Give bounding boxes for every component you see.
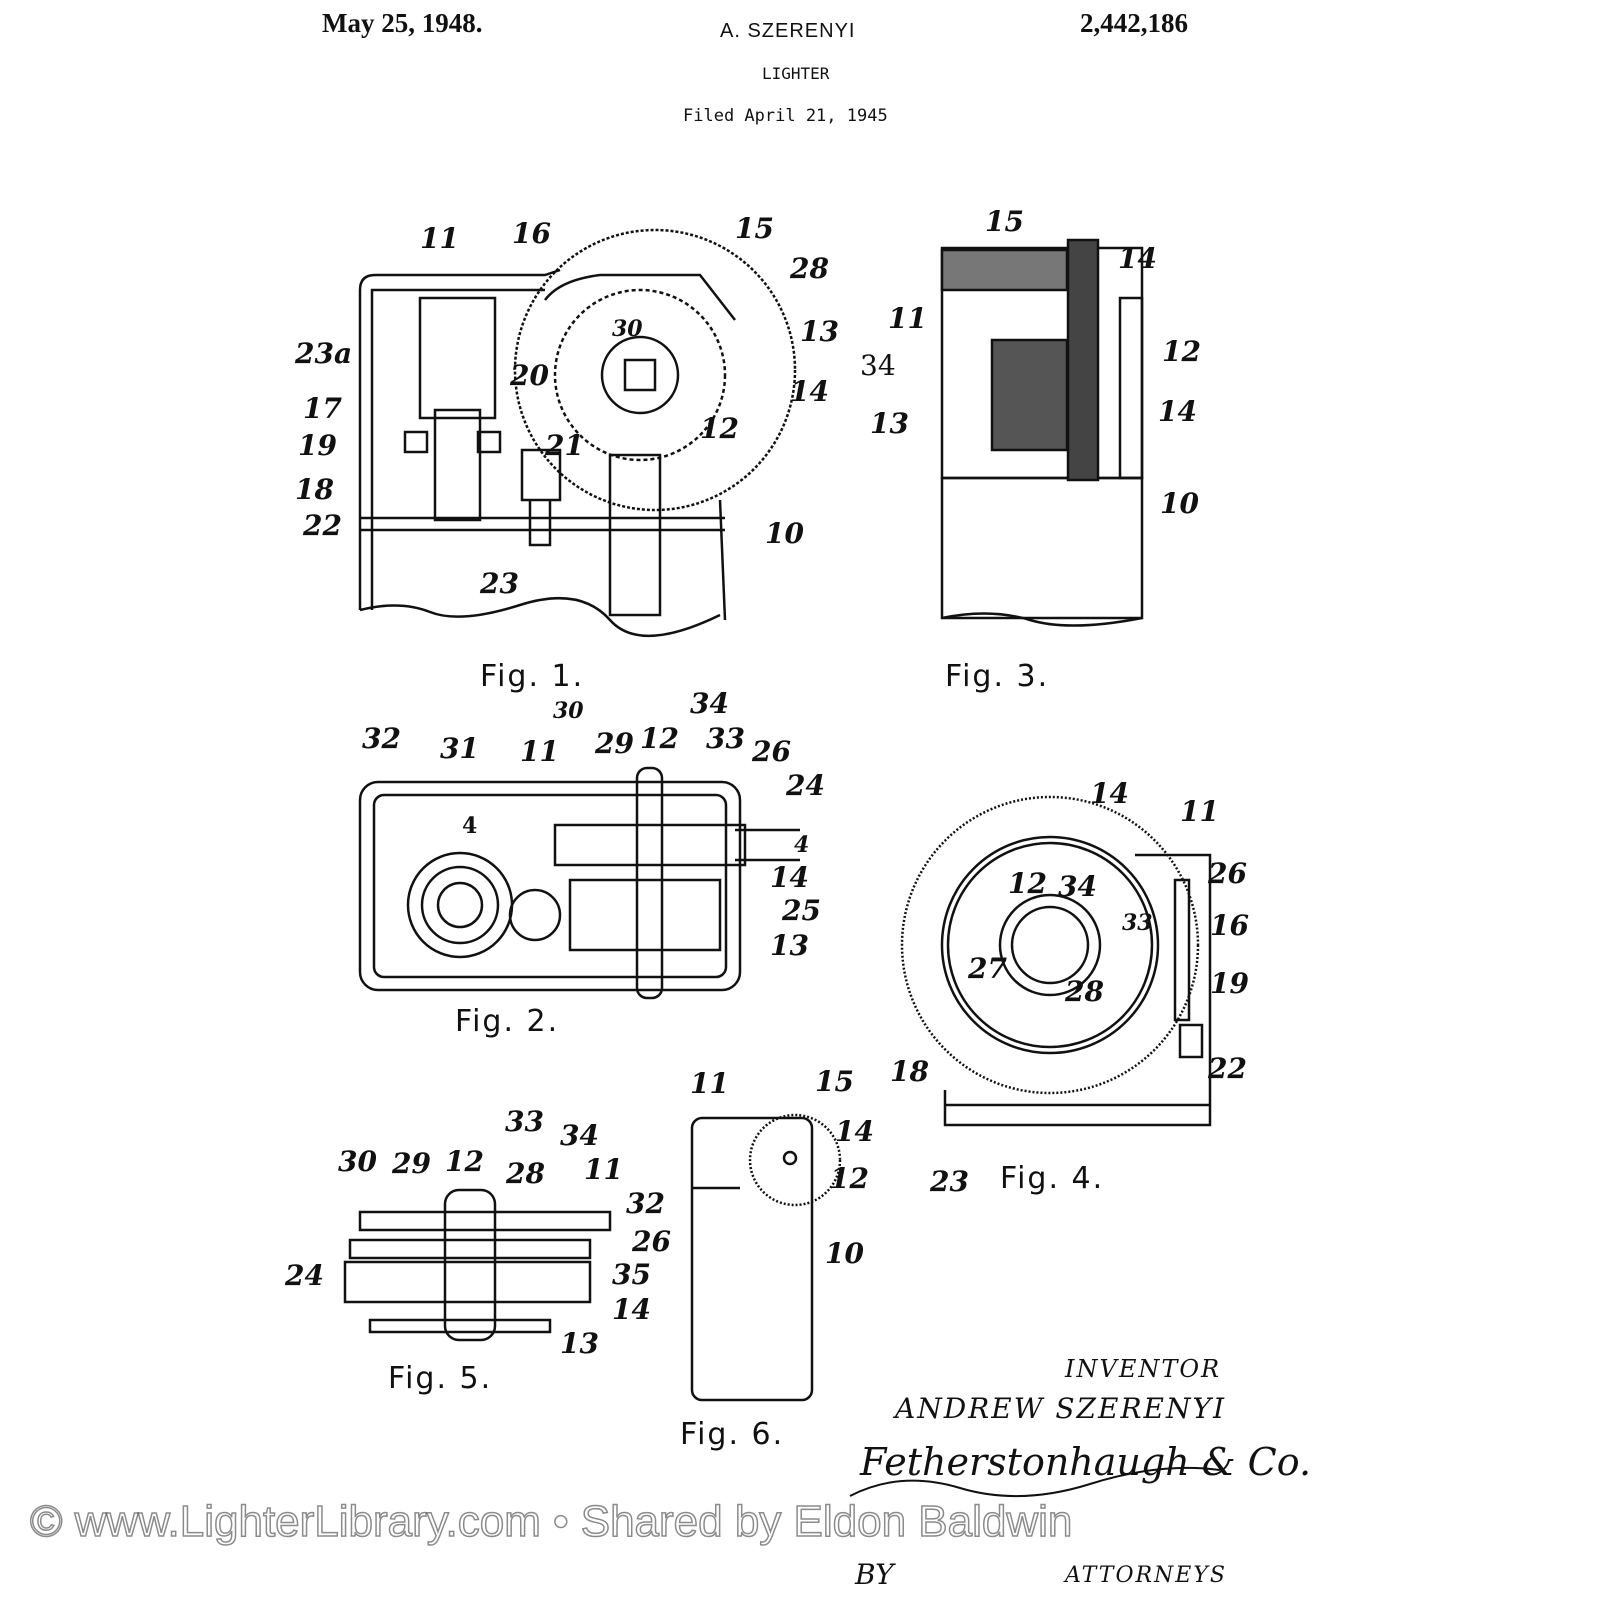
fig6-drawing bbox=[690, 1113, 842, 1402]
ref-label: 18 bbox=[295, 473, 334, 506]
ref-label: 11 bbox=[690, 1067, 729, 1100]
ref-label: 23 bbox=[480, 567, 519, 600]
ref-label: 13 bbox=[870, 407, 909, 440]
ref-label: 14 bbox=[612, 1293, 651, 1326]
ref-label: 14 bbox=[835, 1115, 874, 1148]
ref-label: 26 bbox=[1208, 857, 1247, 890]
ref-label: 34 bbox=[560, 1119, 599, 1152]
ref-label: 27 bbox=[968, 952, 1007, 985]
fig1-caption: Fig. 1. bbox=[480, 659, 585, 694]
ref-label: 25 bbox=[782, 894, 821, 927]
ref-label: 32 bbox=[362, 722, 401, 755]
ref-label: 18 bbox=[890, 1055, 929, 1088]
attorney-signature: Fetherstonhaugh & Co. bbox=[860, 1440, 1312, 1484]
ref-label: 26 bbox=[752, 735, 791, 768]
ref-label: 15 bbox=[815, 1065, 854, 1098]
filed-date: Filed April 21, 1945 bbox=[683, 106, 888, 126]
attorneys-label: ATTORNEYS bbox=[1065, 1563, 1227, 1588]
fig2-drawing bbox=[358, 766, 800, 1000]
ref-label: 12 bbox=[1162, 335, 1201, 368]
ref-label: 12 bbox=[640, 722, 679, 755]
inventor-label: INVENTOR bbox=[1065, 1355, 1222, 1383]
ref-label: 10 bbox=[765, 517, 804, 550]
fig5-caption: Fig. 5. bbox=[388, 1361, 493, 1396]
inventor-signature: ANDREW SZERENYI bbox=[895, 1392, 1227, 1425]
ref-label: 31 bbox=[440, 732, 479, 765]
ref-label: 11 bbox=[584, 1153, 623, 1186]
ref-label: 11 bbox=[888, 302, 927, 335]
ref-label: 19 bbox=[1210, 967, 1249, 1000]
ref-label: 19 bbox=[298, 429, 337, 462]
patent-number: 2,442,186 bbox=[1080, 8, 1188, 38]
ref-label: 29 bbox=[392, 1147, 431, 1180]
inventor-header: A. SZERENYI bbox=[720, 20, 856, 42]
ref-label: 28 bbox=[506, 1157, 545, 1190]
ref-label: 13 bbox=[800, 315, 839, 348]
fig4-drawing bbox=[900, 795, 1212, 1127]
fig1-drawing bbox=[358, 228, 797, 637]
ref-label: 12 bbox=[830, 1162, 869, 1195]
ref-label: 12 bbox=[445, 1145, 484, 1178]
ref-label: 30 bbox=[612, 316, 643, 342]
ref-label: 34 bbox=[690, 687, 729, 720]
ref-label: 35 bbox=[612, 1258, 651, 1291]
ref-label: 15 bbox=[985, 205, 1024, 238]
ref-label: 24 bbox=[285, 1259, 324, 1292]
ref-label: 28 bbox=[790, 252, 829, 285]
fig6-caption: Fig. 6. bbox=[680, 1417, 785, 1452]
ref-label: 13 bbox=[770, 929, 809, 962]
ref-label: 13 bbox=[560, 1327, 599, 1360]
ref-label: 20 bbox=[510, 359, 549, 392]
ref-label: 22 bbox=[1208, 1052, 1247, 1085]
ref-label: 12 bbox=[700, 412, 739, 445]
ref-label: 14 bbox=[770, 861, 809, 894]
fig5-drawing bbox=[343, 1188, 612, 1342]
patent-title: LIGHTER bbox=[762, 64, 830, 83]
ref-label: 14 bbox=[1158, 395, 1197, 428]
fig3-caption: Fig. 3. bbox=[945, 659, 1050, 694]
ref-label: 12 bbox=[1008, 867, 1047, 900]
watermark: © www.LighterLibrary.com • Shared by Eld… bbox=[29, 1497, 1073, 1546]
ref-label: 21 bbox=[545, 429, 584, 462]
ref-label: 16 bbox=[512, 217, 551, 250]
ref-label: 11 bbox=[420, 222, 459, 255]
ref-label: 23 bbox=[930, 1165, 969, 1198]
ref-label: 24 bbox=[786, 769, 825, 802]
ref-label: 15 bbox=[735, 212, 774, 245]
ref-label: 4 bbox=[794, 832, 810, 858]
ref-label: 16 bbox=[1210, 909, 1249, 942]
ref-label: 11 bbox=[1180, 795, 1219, 828]
ref-label: 10 bbox=[825, 1237, 864, 1270]
by-label: BY bbox=[855, 1558, 894, 1591]
ref-label: 33 bbox=[706, 722, 745, 755]
ref-label: 14 bbox=[790, 375, 829, 408]
ref-label: 10 bbox=[1160, 487, 1199, 520]
ref-label: 22 bbox=[303, 509, 342, 542]
fig4-caption: Fig. 4. bbox=[1000, 1161, 1105, 1196]
ref-label: 30 bbox=[338, 1145, 377, 1178]
fig2-caption: Fig. 2. bbox=[455, 1004, 560, 1039]
ref-label: 33 bbox=[505, 1105, 544, 1138]
fig3-drawing bbox=[940, 238, 1144, 627]
ref-label: 29 bbox=[595, 727, 634, 760]
ref-label: 23a bbox=[295, 337, 353, 370]
ref-label: 28 bbox=[1065, 975, 1104, 1008]
ref-label: 14 bbox=[1118, 242, 1157, 275]
ref-label: 34 bbox=[860, 349, 896, 382]
ref-label: 4 bbox=[462, 813, 478, 839]
ref-label: 17 bbox=[303, 392, 342, 425]
ref-label: 26 bbox=[632, 1225, 671, 1258]
ref-label: 34 bbox=[1058, 870, 1097, 903]
ref-label: 33 bbox=[1122, 910, 1153, 936]
ref-label: 14 bbox=[1090, 777, 1129, 810]
ref-label: 32 bbox=[626, 1187, 665, 1220]
patent-date: May 25, 1948. bbox=[322, 8, 483, 38]
ref-label: 11 bbox=[520, 735, 559, 768]
ref-label: 30 bbox=[553, 698, 584, 724]
